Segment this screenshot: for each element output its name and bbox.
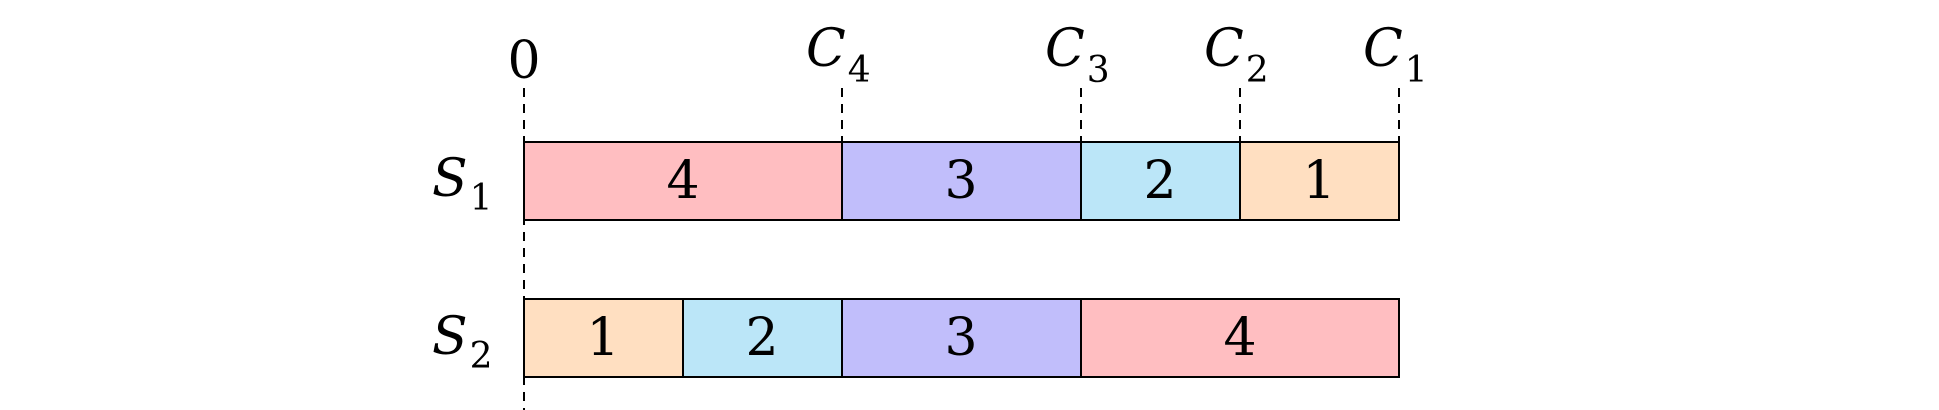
s2-block-label-job-4: 4 — [1223, 308, 1256, 368]
marker-label-c1: C1 — [1363, 19, 1428, 91]
schedule-row-s1: S1 4 3 2 1 — [432, 141, 1400, 221]
s2-block-label-job-3: 3 — [944, 308, 977, 368]
s1-block-job-4 — [523, 141, 843, 221]
s2-block-label-job-2: 2 — [745, 308, 778, 368]
marker-label-c2: C2 — [1204, 19, 1269, 91]
s1-block-job-3 — [841, 141, 1082, 221]
schedule-label-s1: S1 — [432, 149, 493, 219]
s1-block-label-job-3: 3 — [944, 151, 977, 211]
schedule-label-s2: S2 — [432, 307, 493, 377]
s1-block-job-2 — [1080, 141, 1241, 221]
s1-block-label-job-1: 1 — [1302, 151, 1335, 211]
s2-block-label-job-1: 1 — [586, 308, 619, 368]
schedule-row-s2: S2 1 2 3 4 — [432, 298, 1400, 378]
marker-label-zero: 0 — [507, 31, 540, 91]
marker-label-c4: C4 — [806, 19, 871, 91]
marker-label-c3: C3 — [1045, 19, 1110, 91]
s2-block-job-3 — [841, 298, 1082, 378]
s2-block-job-4 — [1080, 298, 1400, 378]
s1-block-job-1 — [1239, 141, 1400, 221]
s1-block-label-job-4: 4 — [666, 151, 699, 211]
s1-block-label-job-2: 2 — [1143, 151, 1176, 211]
s2-block-job-2 — [682, 298, 843, 378]
